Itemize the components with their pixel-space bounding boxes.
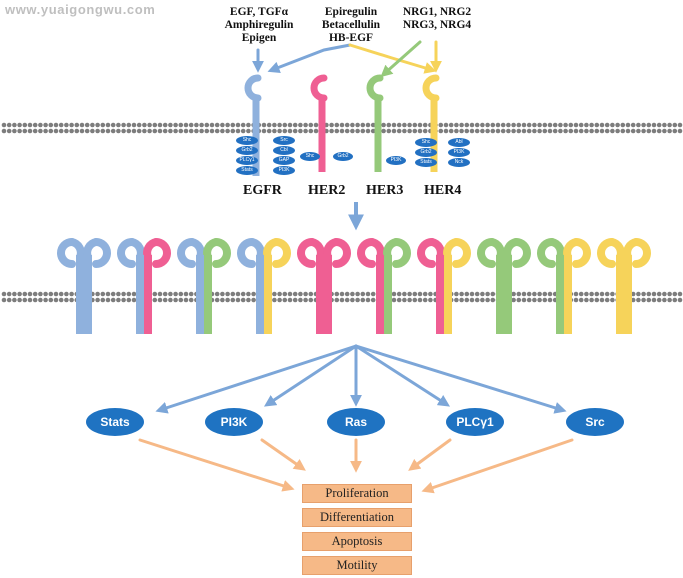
ligand-arrows bbox=[252, 40, 442, 78]
adaptor-her4-right: Nck bbox=[448, 158, 470, 167]
ligand-group-egfr: EGF, TGFα Amphiregulin Epigen bbox=[212, 6, 306, 45]
adaptor-egfr-left: PLCγ1 bbox=[236, 156, 258, 165]
adaptor-her2: Grb2 bbox=[333, 152, 353, 161]
adaptor-her4-right: Abl bbox=[448, 138, 470, 147]
outcome-motility: Motility bbox=[302, 556, 412, 575]
ligand-label: NRG3, NRG4 bbox=[402, 19, 472, 31]
adaptor-egfr-right: Src bbox=[273, 136, 295, 145]
ligand-label: Epiregulin bbox=[324, 6, 378, 18]
pathway-arrows bbox=[155, 344, 567, 414]
dimer-egfr-her4 bbox=[237, 238, 291, 334]
pathway-node-ras: Ras bbox=[327, 408, 385, 436]
adaptor-egfr-right: GAP bbox=[273, 156, 295, 165]
adaptor-egfr-left: Stats bbox=[236, 166, 258, 175]
arrow-shared-to-egfr bbox=[267, 43, 352, 74]
dimer-her4-her4 bbox=[597, 238, 651, 334]
arrow-to-plcg1 bbox=[354, 344, 451, 407]
receptor-label-her3: HER3 bbox=[366, 183, 404, 198]
receptor-her3 bbox=[366, 74, 384, 172]
arrow-stats-to-outcomes bbox=[138, 438, 295, 492]
arrow-shared-to-her4 bbox=[348, 43, 437, 74]
dimer-her2-her3 bbox=[357, 238, 411, 334]
ligand-label: Amphiregulin bbox=[224, 19, 294, 31]
ligand-group-nrg: NRG1, NRG2 NRG3, NRG4 bbox=[396, 6, 478, 32]
outcome-apoptosis: Apoptosis bbox=[302, 532, 412, 551]
pathway-node-pi3k: PI3K bbox=[205, 408, 263, 436]
arrow-src-to-outcomes bbox=[421, 438, 574, 494]
dimer-her3-her3 bbox=[477, 238, 531, 334]
adaptor-her4-left: Shc bbox=[415, 138, 437, 147]
arrow-nrg-to-her3 bbox=[380, 40, 422, 78]
receptor-her2 bbox=[310, 74, 328, 172]
adaptor-her3: PI3K bbox=[386, 156, 406, 165]
ligand-label: Epigen bbox=[241, 32, 277, 44]
watermark: www.yuaigongwu.com bbox=[5, 2, 156, 17]
receptor-label-her4: HER4 bbox=[424, 183, 462, 198]
dimer-her3-her4 bbox=[537, 238, 591, 334]
dimer-egfr-her3 bbox=[177, 238, 231, 334]
ligand-label: HB-EGF bbox=[328, 32, 374, 44]
receptor-label-her2: HER2 bbox=[308, 183, 346, 198]
adaptor-egfr-left: Shc bbox=[236, 136, 258, 145]
dimer-her2-her4 bbox=[417, 238, 471, 334]
arrow-to-stats bbox=[155, 344, 358, 414]
receptor-label-egfr: EGFR bbox=[243, 183, 282, 198]
receptor-dimers bbox=[57, 238, 651, 334]
arrow-to-src bbox=[354, 344, 567, 414]
outcome-proliferation: Proliferation bbox=[302, 484, 412, 503]
adaptor-her2: Shc bbox=[300, 152, 320, 161]
pathway-node-src: Src bbox=[566, 408, 624, 436]
adaptor-her4-left: Grb2 bbox=[415, 148, 437, 157]
arrow-plcg1-to-outcomes bbox=[408, 438, 452, 471]
dimer-egfr-egfr bbox=[57, 238, 111, 334]
membrane-top bbox=[1, 122, 683, 134]
adaptor-her4-left: Stats bbox=[415, 158, 437, 167]
ligand-label: NRG1, NRG2 bbox=[402, 6, 472, 18]
adaptor-egfr-left: Grb2 bbox=[236, 146, 258, 155]
adaptor-egfr-right: Cbl bbox=[273, 146, 295, 155]
outcome-arrows bbox=[138, 438, 574, 494]
adaptor-her4-right: PI3K bbox=[448, 148, 470, 157]
pathway-node-plcg1: PLCγ1 bbox=[446, 408, 504, 436]
arrow-pi3k-to-outcomes bbox=[260, 438, 306, 471]
membrane-bottom bbox=[1, 291, 683, 303]
ligand-label: EGF, TGFα bbox=[229, 6, 289, 18]
ligand-label: Betacellulin bbox=[321, 19, 381, 31]
pathway-node-stats: Stats bbox=[86, 408, 144, 436]
arrow-to-pi3k bbox=[263, 344, 358, 407]
dimer-her2-her2 bbox=[297, 238, 351, 334]
outcome-differentiation: Differentiation bbox=[302, 508, 412, 527]
adaptor-egfr-right: PI3K bbox=[273, 166, 295, 175]
ligand-group-shared: Epiregulin Betacellulin HB-EGF bbox=[306, 6, 396, 45]
dimer-egfr-her2 bbox=[117, 238, 171, 334]
